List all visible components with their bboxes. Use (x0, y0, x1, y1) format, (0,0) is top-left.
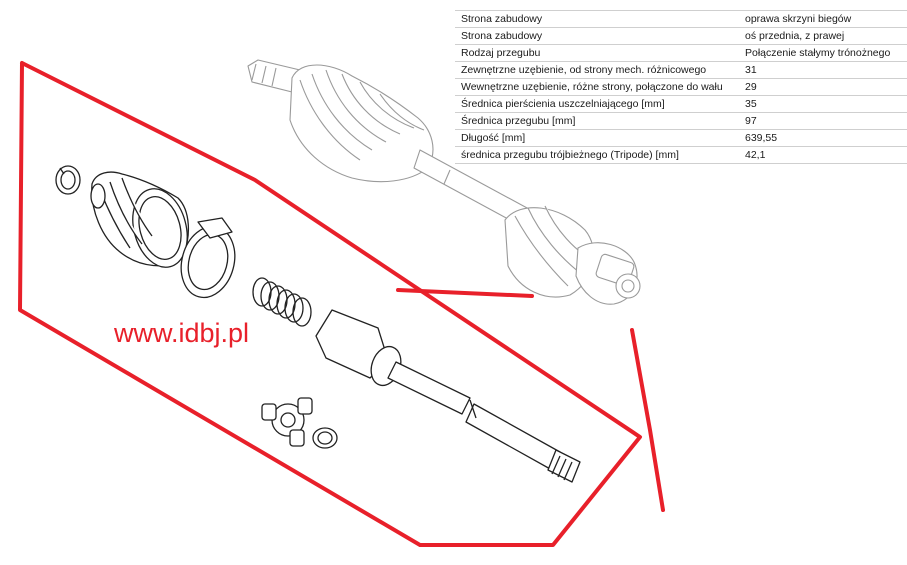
exploded-parts (55, 165, 581, 483)
assembled-driveshaft (247, 59, 641, 305)
circlip-small (55, 165, 81, 195)
spec-value: 639,55 (739, 129, 907, 147)
spec-row: Średnica pierścienia uszczelniającego [m… (455, 95, 907, 113)
spec-value: 42,1 (739, 146, 907, 164)
spec-key: Długość [mm] (455, 129, 739, 147)
spec-value: oś przednia, z prawej (739, 27, 907, 45)
annotation-outline (18, 61, 665, 547)
tripode-housing-shaft (315, 309, 581, 483)
spec-key: Strona zabudowy (455, 10, 739, 28)
spec-row: Zewnętrzne uzębienie, od strony mech. ró… (455, 61, 907, 79)
circlip-large (312, 427, 338, 449)
spring (252, 277, 312, 327)
watermark-url: www.idbj.pl (114, 318, 250, 348)
spec-key: Średnica pierścienia uszczelniającego [m… (455, 95, 739, 113)
spec-key: Strona zabudowy (455, 27, 739, 45)
spec-key: Wewnętrzne uzębienie, różne strony, połą… (455, 78, 739, 96)
spec-key: Średnica przegubu [mm] (455, 112, 739, 130)
spec-value: oprawa skrzyni biegów (739, 10, 907, 28)
spec-value: 29 (739, 78, 907, 96)
spec-value: 35 (739, 95, 907, 113)
spec-value: 31 (739, 61, 907, 79)
spec-row: Wewnętrzne uzębienie, różne strony, połą… (455, 78, 907, 96)
spec-row: Średnica przegubu [mm]97 (455, 112, 907, 130)
spec-row: średnica przegubu trójbieżnego (Tripode)… (455, 146, 907, 164)
spec-row: Długość [mm]639,55 (455, 129, 907, 147)
spec-value: 97 (739, 112, 907, 130)
tripode-spider (261, 397, 313, 447)
spec-key: Rodzaj przegubu (455, 44, 739, 62)
spec-key: Zewnętrzne uzębienie, od strony mech. ró… (455, 61, 739, 79)
cv-boot (90, 171, 190, 268)
spec-key: średnica przegubu trójbieżnego (Tripode)… (455, 146, 739, 164)
boot-clamp (180, 217, 236, 299)
spec-value: Połączenie stałymy trónożnego (739, 44, 907, 62)
